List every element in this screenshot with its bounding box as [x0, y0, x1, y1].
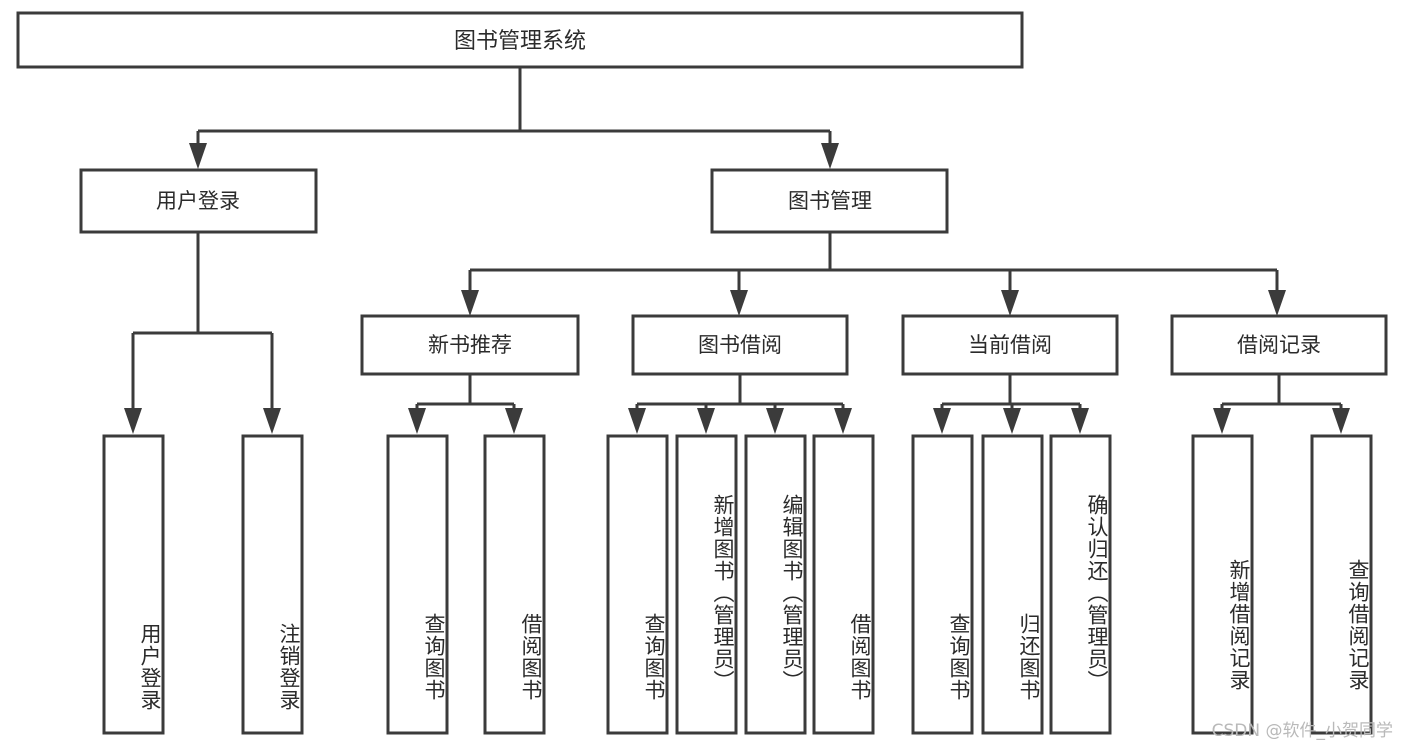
- node-level3-label-0: 新书推荐: [428, 333, 512, 357]
- node-leaf-box-borrow-record-0[interactable]: [1191, 434, 1254, 735]
- node-leaf-box-user-login-0[interactable]: [102, 434, 165, 735]
- arrow-icon-record-1: [1332, 408, 1350, 434]
- node-leaf-box-new-book-1[interactable]: [483, 434, 546, 735]
- arrow-icon-borrow-2: [766, 408, 784, 434]
- arrow-icon-level3-2: [1001, 290, 1019, 316]
- node-level3-box-0[interactable]: [360, 314, 580, 376]
- node-root-label: 图书管理系统: [454, 29, 586, 54]
- node-level3-label-2: 当前借阅: [968, 333, 1052, 357]
- node-leaf-box-user-login-1[interactable]: [241, 434, 304, 735]
- node-leaf-box-current-borrow-2[interactable]: [1049, 434, 1112, 735]
- arrow-icon-level3-1: [730, 290, 748, 316]
- node-level2-label-0: 用户登录: [156, 189, 240, 213]
- arrow-icon-level2-0: [189, 143, 207, 169]
- node-leaf-box-borrow-record-1[interactable]: [1310, 434, 1373, 735]
- node-leaf-box-book-borrow-3[interactable]: [812, 434, 875, 735]
- arrow-icon-record-0: [1213, 408, 1231, 434]
- node-level2-box-1[interactable]: [710, 168, 949, 234]
- node-leaf-box-current-borrow-1[interactable]: [981, 434, 1044, 735]
- node-leaf-box-book-borrow-0[interactable]: [606, 434, 669, 735]
- arrow-icon-current-1: [1003, 408, 1021, 434]
- node-level2-label-1: 图书管理: [788, 189, 872, 213]
- node-leaf-box-book-borrow-1[interactable]: [675, 434, 738, 735]
- node-level3-box-3[interactable]: [1170, 314, 1388, 376]
- arrow-icon-userlogin-0: [124, 408, 142, 434]
- arrow-icon-borrow-3: [834, 408, 852, 434]
- arrow-icon-current-2: [1071, 408, 1089, 434]
- arrow-icon-level3-0: [461, 290, 479, 316]
- node-leaf-box-new-book-0[interactable]: [386, 434, 449, 735]
- node-level3-label-3: 借阅记录: [1237, 333, 1321, 357]
- node-level3-label-1: 图书借阅: [698, 333, 782, 357]
- node-leaf-box-book-borrow-2[interactable]: [744, 434, 807, 735]
- node-leaf-box-current-borrow-0[interactable]: [911, 434, 974, 735]
- node-root-box[interactable]: [16, 11, 1024, 69]
- arrow-icon-userlogin-1: [263, 408, 281, 434]
- arrow-icon-newbook-0: [408, 408, 426, 434]
- csdn-watermark: CSDN @软件_小贺同学: [1211, 721, 1393, 741]
- arrow-icon-level2-1: [821, 143, 839, 169]
- node-level3-box-2[interactable]: [901, 314, 1119, 376]
- arrow-icon-newbook-1: [505, 408, 523, 434]
- arrow-icon-level3-3: [1268, 290, 1286, 316]
- arrow-icon-current-0: [933, 408, 951, 434]
- arrow-icon-borrow-0: [628, 408, 646, 434]
- node-level3-box-1[interactable]: [631, 314, 849, 376]
- arrow-icon-borrow-1: [697, 408, 715, 434]
